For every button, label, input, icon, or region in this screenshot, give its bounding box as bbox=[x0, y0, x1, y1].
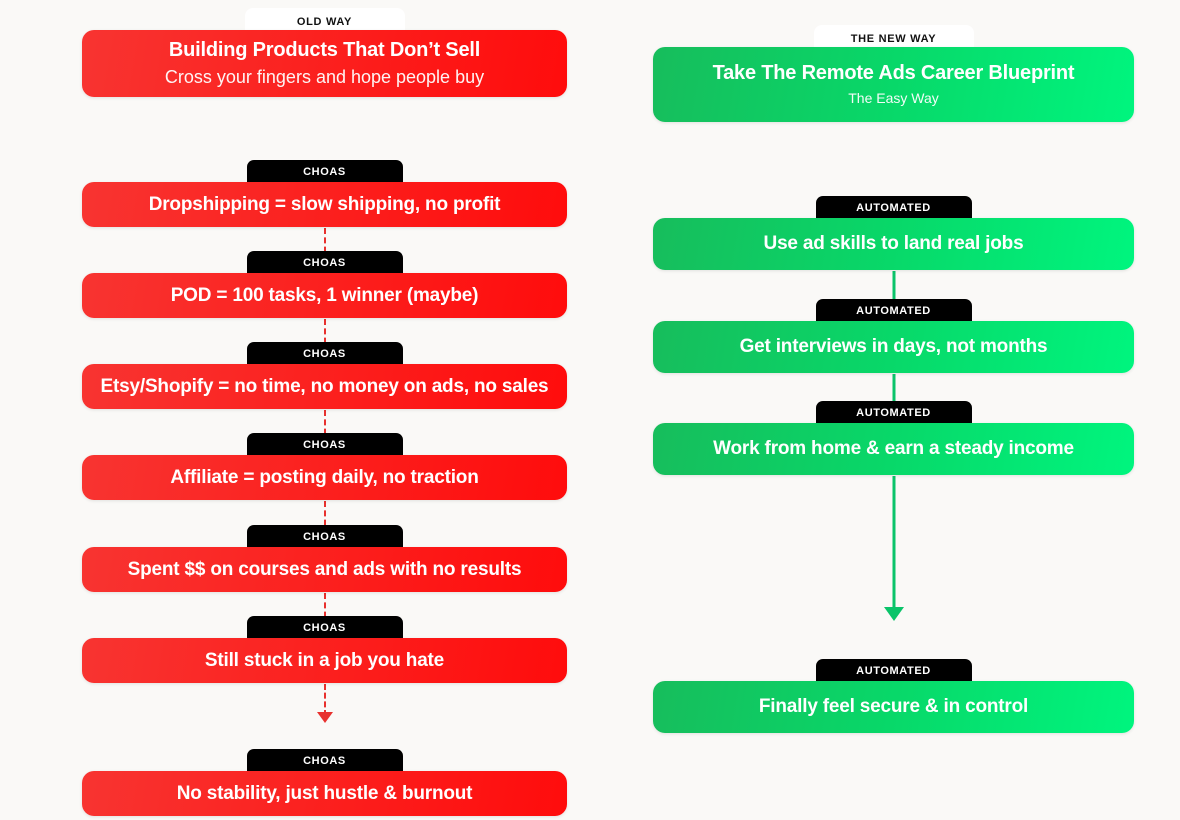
new-way-step-2-card[interactable]: Get interviews in days, not months bbox=[653, 321, 1134, 373]
old-way-step-1-card[interactable]: Dropshipping = slow shipping, no profit bbox=[82, 182, 567, 227]
old-way-step-4-title: Affiliate = posting daily, no traction bbox=[170, 466, 479, 488]
old-way-step-6-card[interactable]: Still stuck in a job you hate bbox=[82, 638, 567, 683]
old-way-step-6: CHOAS Still stuck in a job you hate bbox=[82, 616, 567, 683]
new-way-arrowhead-icon bbox=[883, 607, 904, 621]
old-way-header-card[interactable]: Building Products That Don’t Sell Cross … bbox=[82, 30, 567, 97]
old-way-step-3: CHOAS Etsy/Shopify = no time, no money o… bbox=[82, 342, 567, 409]
old-way-header-subtitle: Cross your fingers and hope people buy bbox=[164, 66, 485, 87]
old-way-step-7-card[interactable]: No stability, just hustle & burnout bbox=[82, 771, 567, 816]
old-way-connector-3 bbox=[323, 410, 326, 444]
old-way-step-2: CHOAS POD = 100 tasks, 1 winner (maybe) bbox=[82, 251, 567, 318]
old-way-step-2-title: POD = 100 tasks, 1 winner (maybe) bbox=[170, 284, 479, 306]
new-way-step-1: AUTOMATED Use ad skills to land real job… bbox=[653, 196, 1134, 270]
new-way-step-4: AUTOMATED Finally feel secure & in contr… bbox=[653, 659, 1134, 733]
new-way-connector-3 bbox=[892, 476, 895, 608]
old-way-arrowhead-icon bbox=[316, 712, 333, 723]
new-way-connector-1 bbox=[892, 271, 895, 305]
old-way-header-node: OLD WAY Building Products That Don’t Sel… bbox=[82, 8, 567, 97]
new-way-header-card[interactable]: Take The Remote Ads Career Blueprint The… bbox=[653, 47, 1134, 122]
new-way-step-3-card[interactable]: Work from home & earn a steady income bbox=[653, 423, 1134, 475]
new-way-header-title: Take The Remote Ads Career Blueprint bbox=[712, 62, 1075, 85]
old-way-step-6-title: Still stuck in a job you hate bbox=[204, 649, 445, 671]
old-way-step-1: CHOAS Dropshipping = slow shipping, no p… bbox=[82, 160, 567, 227]
old-way-step-1-title: Dropshipping = slow shipping, no profit bbox=[148, 193, 501, 215]
new-way-step-3-title: Work from home & earn a steady income bbox=[713, 438, 1074, 460]
old-way-step-2-card[interactable]: POD = 100 tasks, 1 winner (maybe) bbox=[82, 273, 567, 318]
new-way-step-4-title: Finally feel secure & in control bbox=[758, 696, 1029, 718]
new-way-header-subtitle: The Easy Way bbox=[848, 90, 939, 107]
old-way-step-5: CHOAS Spent $$ on courses and ads with n… bbox=[82, 525, 567, 592]
old-way-connector-2 bbox=[323, 319, 326, 353]
new-way-step-1-card[interactable]: Use ad skills to land real jobs bbox=[653, 218, 1134, 270]
new-way-header-node: THE NEW WAY Take The Remote Ads Career B… bbox=[653, 25, 1134, 122]
new-way-step-4-card[interactable]: Finally feel secure & in control bbox=[653, 681, 1134, 733]
old-way-connector-1 bbox=[323, 228, 326, 262]
old-way-connector-5 bbox=[323, 593, 326, 627]
new-way-step-2: AUTOMATED Get interviews in days, not mo… bbox=[653, 299, 1134, 373]
new-way-step-2-title: Get interviews in days, not months bbox=[739, 336, 1048, 358]
old-way-step-3-card[interactable]: Etsy/Shopify = no time, no money on ads,… bbox=[82, 364, 567, 409]
old-way-step-5-title: Spent $$ on courses and ads with no resu… bbox=[127, 558, 522, 580]
old-way-connector-6 bbox=[323, 684, 326, 716]
old-way-step-5-card[interactable]: Spent $$ on courses and ads with no resu… bbox=[82, 547, 567, 592]
old-way-step-4: CHOAS Affiliate = posting daily, no trac… bbox=[82, 433, 567, 500]
new-way-connector-2 bbox=[892, 374, 895, 408]
old-way-step-7: CHOAS No stability, just hustle & burnou… bbox=[82, 749, 567, 816]
old-way-step-3-title: Etsy/Shopify = no time, no money on ads,… bbox=[100, 375, 549, 397]
old-way-header-title: Building Products That Don’t Sell bbox=[168, 38, 481, 61]
new-way-step-1-title: Use ad skills to land real jobs bbox=[763, 233, 1024, 255]
old-way-step-4-card[interactable]: Affiliate = posting daily, no traction bbox=[82, 455, 567, 500]
new-way-step-3: AUTOMATED Work from home & earn a steady… bbox=[653, 401, 1134, 475]
old-way-step-7-title: No stability, just hustle & burnout bbox=[176, 782, 473, 804]
old-way-connector-4 bbox=[323, 501, 326, 535]
